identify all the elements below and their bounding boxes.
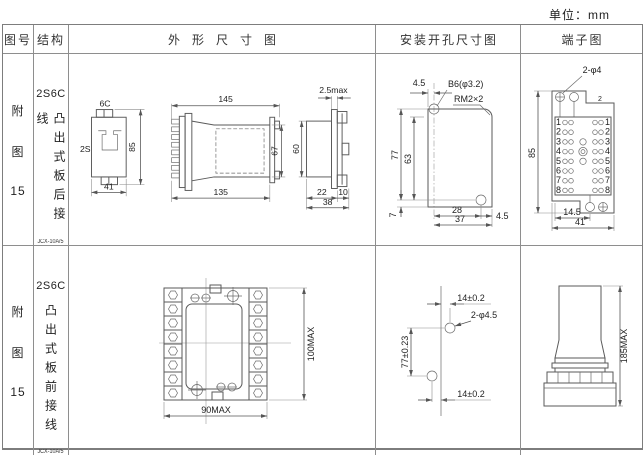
dim-label: 63 (403, 153, 413, 163)
outline-bracket-drawing: 6C 2S 85 41 (80, 99, 145, 197)
pin-number: 5 (555, 155, 560, 165)
pin-number: 7 (604, 175, 609, 185)
header-structure: 结构 (34, 25, 69, 54)
figure-char: 附 (11, 103, 25, 118)
pin-number: 1 (604, 117, 609, 127)
header-install-dims: 安装开孔尺寸图 (376, 25, 521, 54)
dim-label: 90MAX (201, 405, 231, 415)
terminal-side-drawing: 185MAX (543, 285, 629, 406)
screw-hexagons (168, 290, 263, 397)
outline-front-drawing: 100MAX 90MAX (159, 277, 316, 424)
install-holes-drawing: 14±0.2 2-φ4.5 77±0.23 14±0.2 (400, 286, 497, 416)
outline-profile-drawing: 2.5max 60 22 1 (293, 85, 351, 210)
figure-char: 附 (11, 304, 25, 319)
pin-number: 6 (555, 165, 560, 175)
dim-label: 100MAX (306, 326, 316, 361)
figure-number-cell: 附 图 15 (3, 54, 34, 246)
dim-label: 14±0.2 (457, 389, 484, 399)
figure-number: 15 (10, 183, 26, 198)
install-drawing-cell: 4.5 B6(φ3.2) RM2×2 77 63 7 (376, 54, 521, 246)
dim-label: 2S (80, 144, 91, 154)
dim-label: 38 (323, 197, 333, 207)
dim-label: 60 (293, 144, 301, 154)
dim-label: 145 (218, 93, 233, 103)
dim-label: 14.5 (563, 207, 581, 217)
figure-number-cell: 附 图 15 (3, 246, 34, 455)
dim-label: 85 (127, 142, 137, 152)
terminal-diagram-cell: 185MAX (521, 246, 642, 455)
thread-spec-label: RM2×2 (454, 94, 483, 104)
dim-label: 22 (317, 187, 327, 197)
hole-spec-label: 2-φ4 (582, 65, 601, 75)
dim-label: 41 (574, 217, 584, 227)
figure-char: 图 (11, 345, 25, 360)
pin-number: 3 (555, 136, 560, 146)
pin-number: 8 (555, 184, 560, 194)
pin-number: 5 (604, 155, 609, 165)
terminal-contacts (561, 119, 604, 193)
install-holes-drawing: 4.5 B6(φ3.2) RM2×2 77 63 7 (388, 78, 509, 227)
outline-side-drawing: 145 67 (171, 93, 286, 202)
pin-number: 8 (604, 184, 609, 194)
dim-label: 6C (99, 99, 110, 109)
header-outline-dims: 外形尺寸图 (69, 25, 376, 54)
terminal-diagram: 2-φ4 2 1 2 3 4 5 6 7 8 (527, 65, 614, 231)
model-name: 2S6C (36, 280, 66, 292)
pin-number: 2 (555, 126, 560, 136)
pin-number: 4 (604, 146, 609, 156)
hole-spec-label: B6(φ3.2) (448, 79, 483, 89)
structure-cell: 2S6C 凸出式板前接线 JCX-10A/5 (34, 246, 69, 455)
spec-table: 图号 结构 外形尺寸图 安装开孔尺寸图 端子图 附 图 15 2S6C 凸出式板… (2, 24, 643, 455)
pin-number: 4 (555, 146, 560, 156)
pin-number: 3 (604, 136, 609, 146)
pin-number: 6 (604, 165, 609, 175)
dim-label: 14±0.2 (457, 293, 484, 303)
dim-label: 37 (455, 214, 465, 224)
dim-label: 77±0.23 (400, 336, 410, 368)
dim-label: 85 (527, 147, 537, 157)
position-label: 2 (598, 96, 602, 103)
pin-number: 7 (555, 175, 560, 185)
structure-cell: 2S6C 凸出式板后接线 JCX-10A/5 (34, 54, 69, 246)
terminal-screw-cells (163, 287, 268, 400)
unit-label: 单位：mm (549, 8, 610, 22)
structure-description: 凸出式板前接线 (43, 304, 58, 437)
dim-label: 67 (270, 145, 280, 155)
dim-label: 41 (104, 181, 114, 191)
terminal-diagram-cell: 2-φ4 2 1 2 3 4 5 6 7 8 (521, 54, 642, 246)
dim-label: 4.5 (496, 211, 509, 221)
install-drawing-cell: 14±0.2 2-φ4.5 77±0.23 14±0.2 (376, 246, 521, 455)
header-terminal-diagram: 端子图 (521, 25, 642, 54)
dim-label: 4.5 (413, 78, 426, 88)
dim-label: 135 (214, 187, 229, 197)
relay-type-code: JCX-10A/5 (37, 449, 65, 455)
dim-label: 77 (390, 149, 400, 159)
dim-label: 7 (388, 212, 398, 217)
header-figure-no: 图号 (3, 25, 34, 54)
hole-spec-label: 2-φ4.5 (470, 310, 496, 320)
pin-number: 1 (555, 117, 560, 127)
figure-char: 图 (11, 144, 25, 159)
pin-number: 2 (604, 126, 609, 136)
relay-type-code: JCX-10A/5 (37, 239, 65, 245)
model-name: 2S6C (36, 88, 66, 100)
dim-label: 185MAX (619, 328, 629, 363)
figure-number: 15 (10, 384, 26, 399)
outline-drawings-cell: 100MAX 90MAX (69, 246, 376, 455)
outline-drawings-cell: 6C 2S 85 41 145 (69, 54, 376, 246)
structure-description: 凸出式板后接线 (35, 112, 66, 226)
dim-label: 28 (452, 205, 462, 215)
dim-label: 2.5max (319, 85, 348, 95)
dim-label: 10 (338, 187, 348, 197)
